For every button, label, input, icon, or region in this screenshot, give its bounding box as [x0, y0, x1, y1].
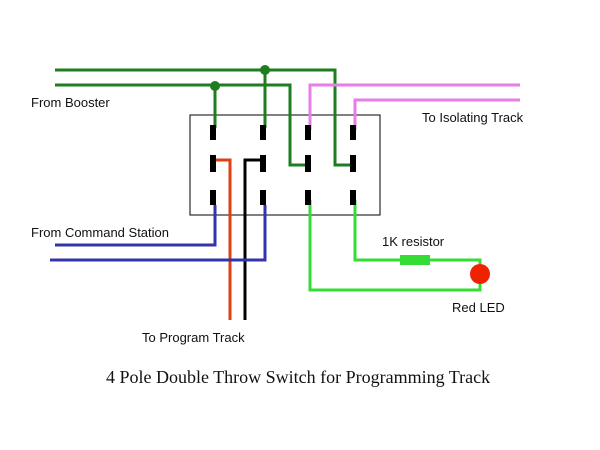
switch-body [189, 114, 381, 216]
to-program-track-label: To Program Track [142, 330, 245, 345]
command-station-wire-2 [50, 205, 267, 262]
terminal [210, 155, 216, 172]
booster-wire-1 [55, 68, 353, 167]
red-led [470, 264, 490, 284]
terminal [305, 125, 311, 140]
terminal [350, 125, 356, 140]
terminal [350, 190, 356, 205]
booster-wire-2 [55, 83, 307, 167]
terminal [260, 125, 266, 140]
resistor-label: 1K resistor [382, 234, 445, 249]
resistor [400, 255, 430, 265]
command-station-wire-1 [55, 205, 217, 247]
junction-dot [260, 65, 270, 75]
terminal [305, 190, 311, 205]
terminals [210, 125, 356, 205]
from-booster-label: From Booster [31, 95, 110, 110]
terminal [260, 190, 266, 205]
isolating-wire-2 [353, 98, 520, 130]
terminal [350, 155, 356, 172]
program-wire-red [215, 158, 232, 320]
program-wire-black [243, 158, 263, 320]
led-wire-1 [308, 200, 482, 292]
terminal [305, 155, 311, 172]
diagram-caption: 4 Pole Double Throw Switch for Programmi… [106, 367, 490, 387]
terminal [210, 190, 216, 205]
red-led-label: Red LED [452, 300, 505, 315]
junction-dot [210, 81, 220, 91]
terminal [210, 125, 216, 140]
isolating-wire-1 [308, 83, 520, 130]
terminal [260, 155, 266, 172]
to-isolating-track-label: To Isolating Track [422, 110, 524, 125]
from-command-station-label: From Command Station [31, 225, 169, 240]
